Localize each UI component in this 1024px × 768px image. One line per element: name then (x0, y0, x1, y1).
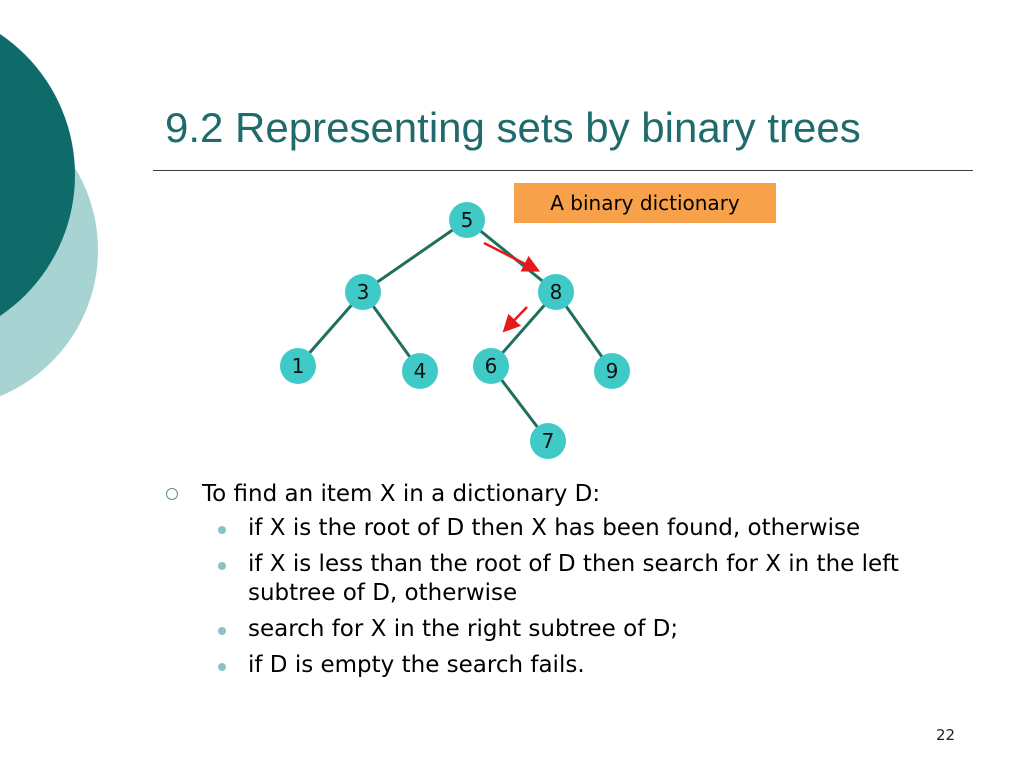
dot-bullet-icon (218, 526, 226, 534)
sub-bullet: if D is empty the search fails. (202, 651, 982, 680)
bullet-main-text: To find an item X in a dictionary D: (202, 481, 601, 507)
sub-bullet-text: search for X in the right subtree of D; (248, 616, 679, 642)
tree-node: 9 (594, 353, 630, 389)
sub-bullet-text: if X is the root of D then X has been fo… (248, 515, 861, 541)
binary-tree-diagram: 5 3 8 1 4 6 9 7 (280, 202, 630, 459)
tree-node: 1 (280, 348, 316, 384)
tree-node-label: 6 (485, 354, 498, 378)
tree-node: 7 (530, 423, 566, 459)
tree-node-circle (280, 348, 316, 384)
sub-bullet-list: if X is the root of D then X has been fo… (202, 514, 982, 680)
tree-node: 5 (449, 202, 485, 238)
tree-node-label: 1 (292, 354, 305, 378)
dot-bullet-icon (218, 663, 226, 671)
title-underline (153, 170, 973, 171)
sub-bullet: if X is less than the root of D then sea… (202, 550, 982, 608)
search-arrow-5-to-8 (483, 241, 541, 272)
search-path-arrows (483, 241, 541, 333)
tree-node-label: 8 (550, 280, 563, 304)
sub-bullet: search for X in the right subtree of D; (202, 615, 982, 644)
tree-node-circle (594, 353, 630, 389)
page-number: 22 (936, 726, 956, 744)
tree-edges (296, 218, 614, 442)
sub-bullet-text: if D is empty the search fails. (248, 652, 585, 678)
hollow-circle-bullet-icon (166, 488, 178, 500)
bullet-list: To find an item X in a dictionary D: if … (162, 478, 982, 687)
tree-node-label: 9 (606, 359, 619, 383)
tree-node-circle (473, 348, 509, 384)
dark-teal-circle (0, 34, 75, 316)
tree-node-label: 4 (414, 359, 427, 383)
slide-title: 9.2 Representing sets by binary trees (165, 104, 861, 151)
tree-node-circle (345, 274, 381, 310)
tree-node: 8 (538, 274, 574, 310)
tree-node-label: 3 (357, 280, 370, 304)
tree-node-label: 7 (542, 429, 555, 453)
tree-node-circle (538, 274, 574, 310)
tree-node: 6 (473, 348, 509, 384)
bullet-main: To find an item X in a dictionary D: if … (162, 478, 982, 680)
sub-bullet: if X is the root of D then X has been fo… (202, 514, 982, 543)
callout-label: A binary dictionary (514, 183, 776, 223)
dot-bullet-icon (218, 562, 226, 570)
tree-node-circle (449, 202, 485, 238)
tree-node-circle (530, 423, 566, 459)
search-arrow-8-to-6 (502, 306, 528, 333)
tree-node-label: 5 (461, 208, 474, 232)
tree-node: 3 (345, 274, 381, 310)
sub-bullet-text: if X is less than the root of D then sea… (248, 551, 899, 606)
dot-bullet-icon (218, 627, 226, 635)
tree-node-circle (402, 353, 438, 389)
decorative-circles (0, 34, 98, 397)
edge-5-3 (362, 218, 468, 294)
tree-node: 4 (402, 353, 438, 389)
